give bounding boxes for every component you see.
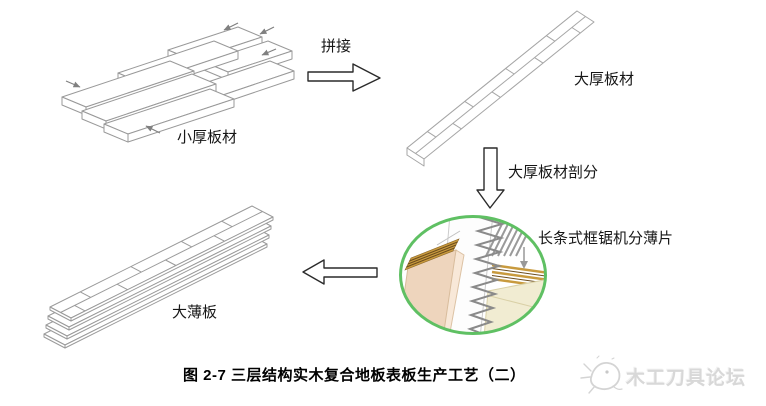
press-direction-arrows-icon [65, 22, 277, 134]
splice-arrow-right-icon [307, 63, 381, 92]
split-arrow-down-icon [476, 147, 505, 209]
watermark-text: 木工刀具论坛 [626, 368, 747, 389]
small-boards-illustration [61, 26, 295, 143]
label-split-step: 大厚板材剖分 [508, 164, 599, 181]
saw-blade-icon [467, 216, 506, 334]
detail-circle-outline [399, 215, 547, 335]
large-board-illustration [406, 10, 595, 167]
label-large-thin-board: 大薄板 [172, 304, 218, 321]
label-splice-step: 拼接 [321, 38, 352, 55]
figure-caption: 图 2-7 三层结构实木复合地板表板生产工艺（二） [183, 367, 526, 384]
label-small-thick-boards: 小厚板材 [177, 129, 238, 146]
thin-board-stack-illustration [43, 205, 274, 349]
watermark-logo-icon [580, 355, 623, 394]
saw-detail-circle [399, 215, 547, 335]
label-large-thick-board: 大厚板材 [574, 71, 635, 88]
label-saw-detail: 长条式框锯机分薄片 [538, 230, 674, 247]
feed-arrow-down-icon [520, 247, 528, 269]
return-arrow-left-icon [302, 259, 378, 285]
